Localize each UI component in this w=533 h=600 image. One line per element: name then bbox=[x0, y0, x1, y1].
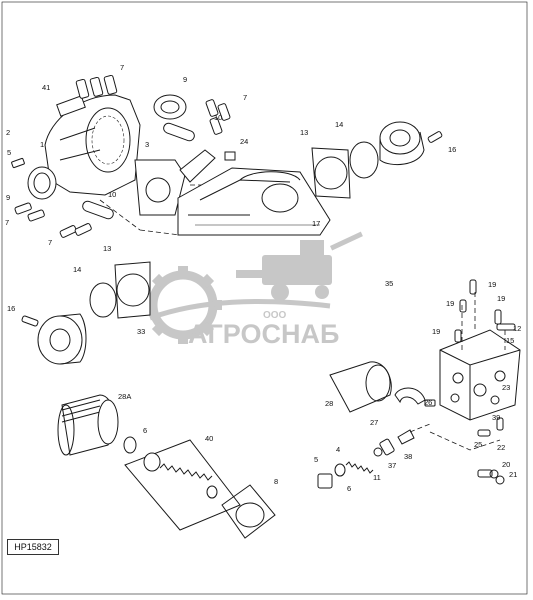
callout-7: 7 bbox=[48, 238, 53, 247]
callout-26: 26 bbox=[424, 398, 433, 407]
callout-7: 7 bbox=[243, 93, 248, 102]
callout-6: 6 bbox=[347, 484, 352, 493]
callout-19: 19 bbox=[446, 299, 455, 308]
callout-19: 19 bbox=[488, 280, 497, 289]
callout-14: 14 bbox=[73, 265, 82, 274]
watermark-company-name: АГРОСНАБ bbox=[188, 319, 339, 349]
callout-4: 4 bbox=[336, 445, 341, 454]
callout-2: 2 bbox=[6, 128, 11, 137]
callout-33: 33 bbox=[137, 327, 146, 336]
callout-23: 23 bbox=[502, 383, 511, 392]
callout-1: 1 bbox=[40, 140, 45, 149]
callout-39: 39 bbox=[492, 413, 501, 422]
hub-assembly-left bbox=[21, 261, 151, 365]
callout-19: 19 bbox=[497, 294, 506, 303]
callout-20: 20 bbox=[502, 460, 511, 469]
callout-10: 10 bbox=[214, 113, 223, 122]
watermark-prefix: ООО bbox=[263, 310, 287, 321]
callout-12: 12 bbox=[513, 324, 522, 333]
housing-assembly-left bbox=[11, 74, 240, 238]
callout-41: 41 bbox=[42, 83, 51, 92]
callout-9: 9 bbox=[6, 193, 11, 202]
callout-16: 16 bbox=[7, 304, 16, 313]
callout-3: 3 bbox=[145, 140, 150, 149]
callout-28: 28 bbox=[325, 399, 334, 408]
callout-5: 5 bbox=[7, 148, 12, 157]
callout-24: 24 bbox=[240, 137, 249, 146]
cylinder-spring-assembly bbox=[57, 394, 276, 539]
callout-13: 13 bbox=[103, 244, 112, 253]
callout-11: 11 bbox=[373, 473, 381, 482]
valve-spool-assembly bbox=[317, 423, 431, 489]
callout-22: 22 bbox=[497, 443, 506, 452]
callout-19: 19 bbox=[432, 327, 441, 336]
harvester-logo-icon bbox=[236, 231, 363, 301]
callout-14: 14 bbox=[335, 120, 344, 129]
valve-body-block bbox=[429, 279, 521, 485]
callout-5: 5 bbox=[314, 455, 319, 464]
hub-assembly-right bbox=[311, 121, 443, 199]
transmission-case bbox=[177, 167, 331, 236]
callout-16: 16 bbox=[448, 145, 457, 154]
callout-7: 7 bbox=[5, 218, 10, 227]
diagram-border bbox=[1, 1, 528, 595]
watermark: ООО АГРОСНАБ bbox=[144, 231, 363, 349]
callout-9: 9 bbox=[183, 75, 188, 84]
callout-6: 6 bbox=[143, 426, 148, 435]
callout-25: 25 bbox=[474, 440, 483, 449]
figure-code-label: HP15832 bbox=[7, 539, 59, 555]
callout-17: 17 bbox=[312, 219, 321, 228]
callout-21: 21 bbox=[509, 470, 518, 479]
callout-38: 38 bbox=[404, 452, 413, 461]
callout-40: 40 bbox=[205, 434, 214, 443]
callout-10: 10 bbox=[108, 190, 117, 199]
callout-15: 15 bbox=[506, 336, 515, 345]
callout-8: 8 bbox=[274, 477, 279, 486]
callout-28A: 28A bbox=[118, 392, 132, 401]
callout-7: 7 bbox=[120, 63, 125, 72]
callout-13: 13 bbox=[300, 128, 309, 137]
callout-37: 37 bbox=[388, 461, 397, 470]
callout-27: 27 bbox=[370, 418, 379, 427]
piston-assembly bbox=[329, 361, 436, 413]
callout-35: 35 bbox=[385, 279, 394, 288]
